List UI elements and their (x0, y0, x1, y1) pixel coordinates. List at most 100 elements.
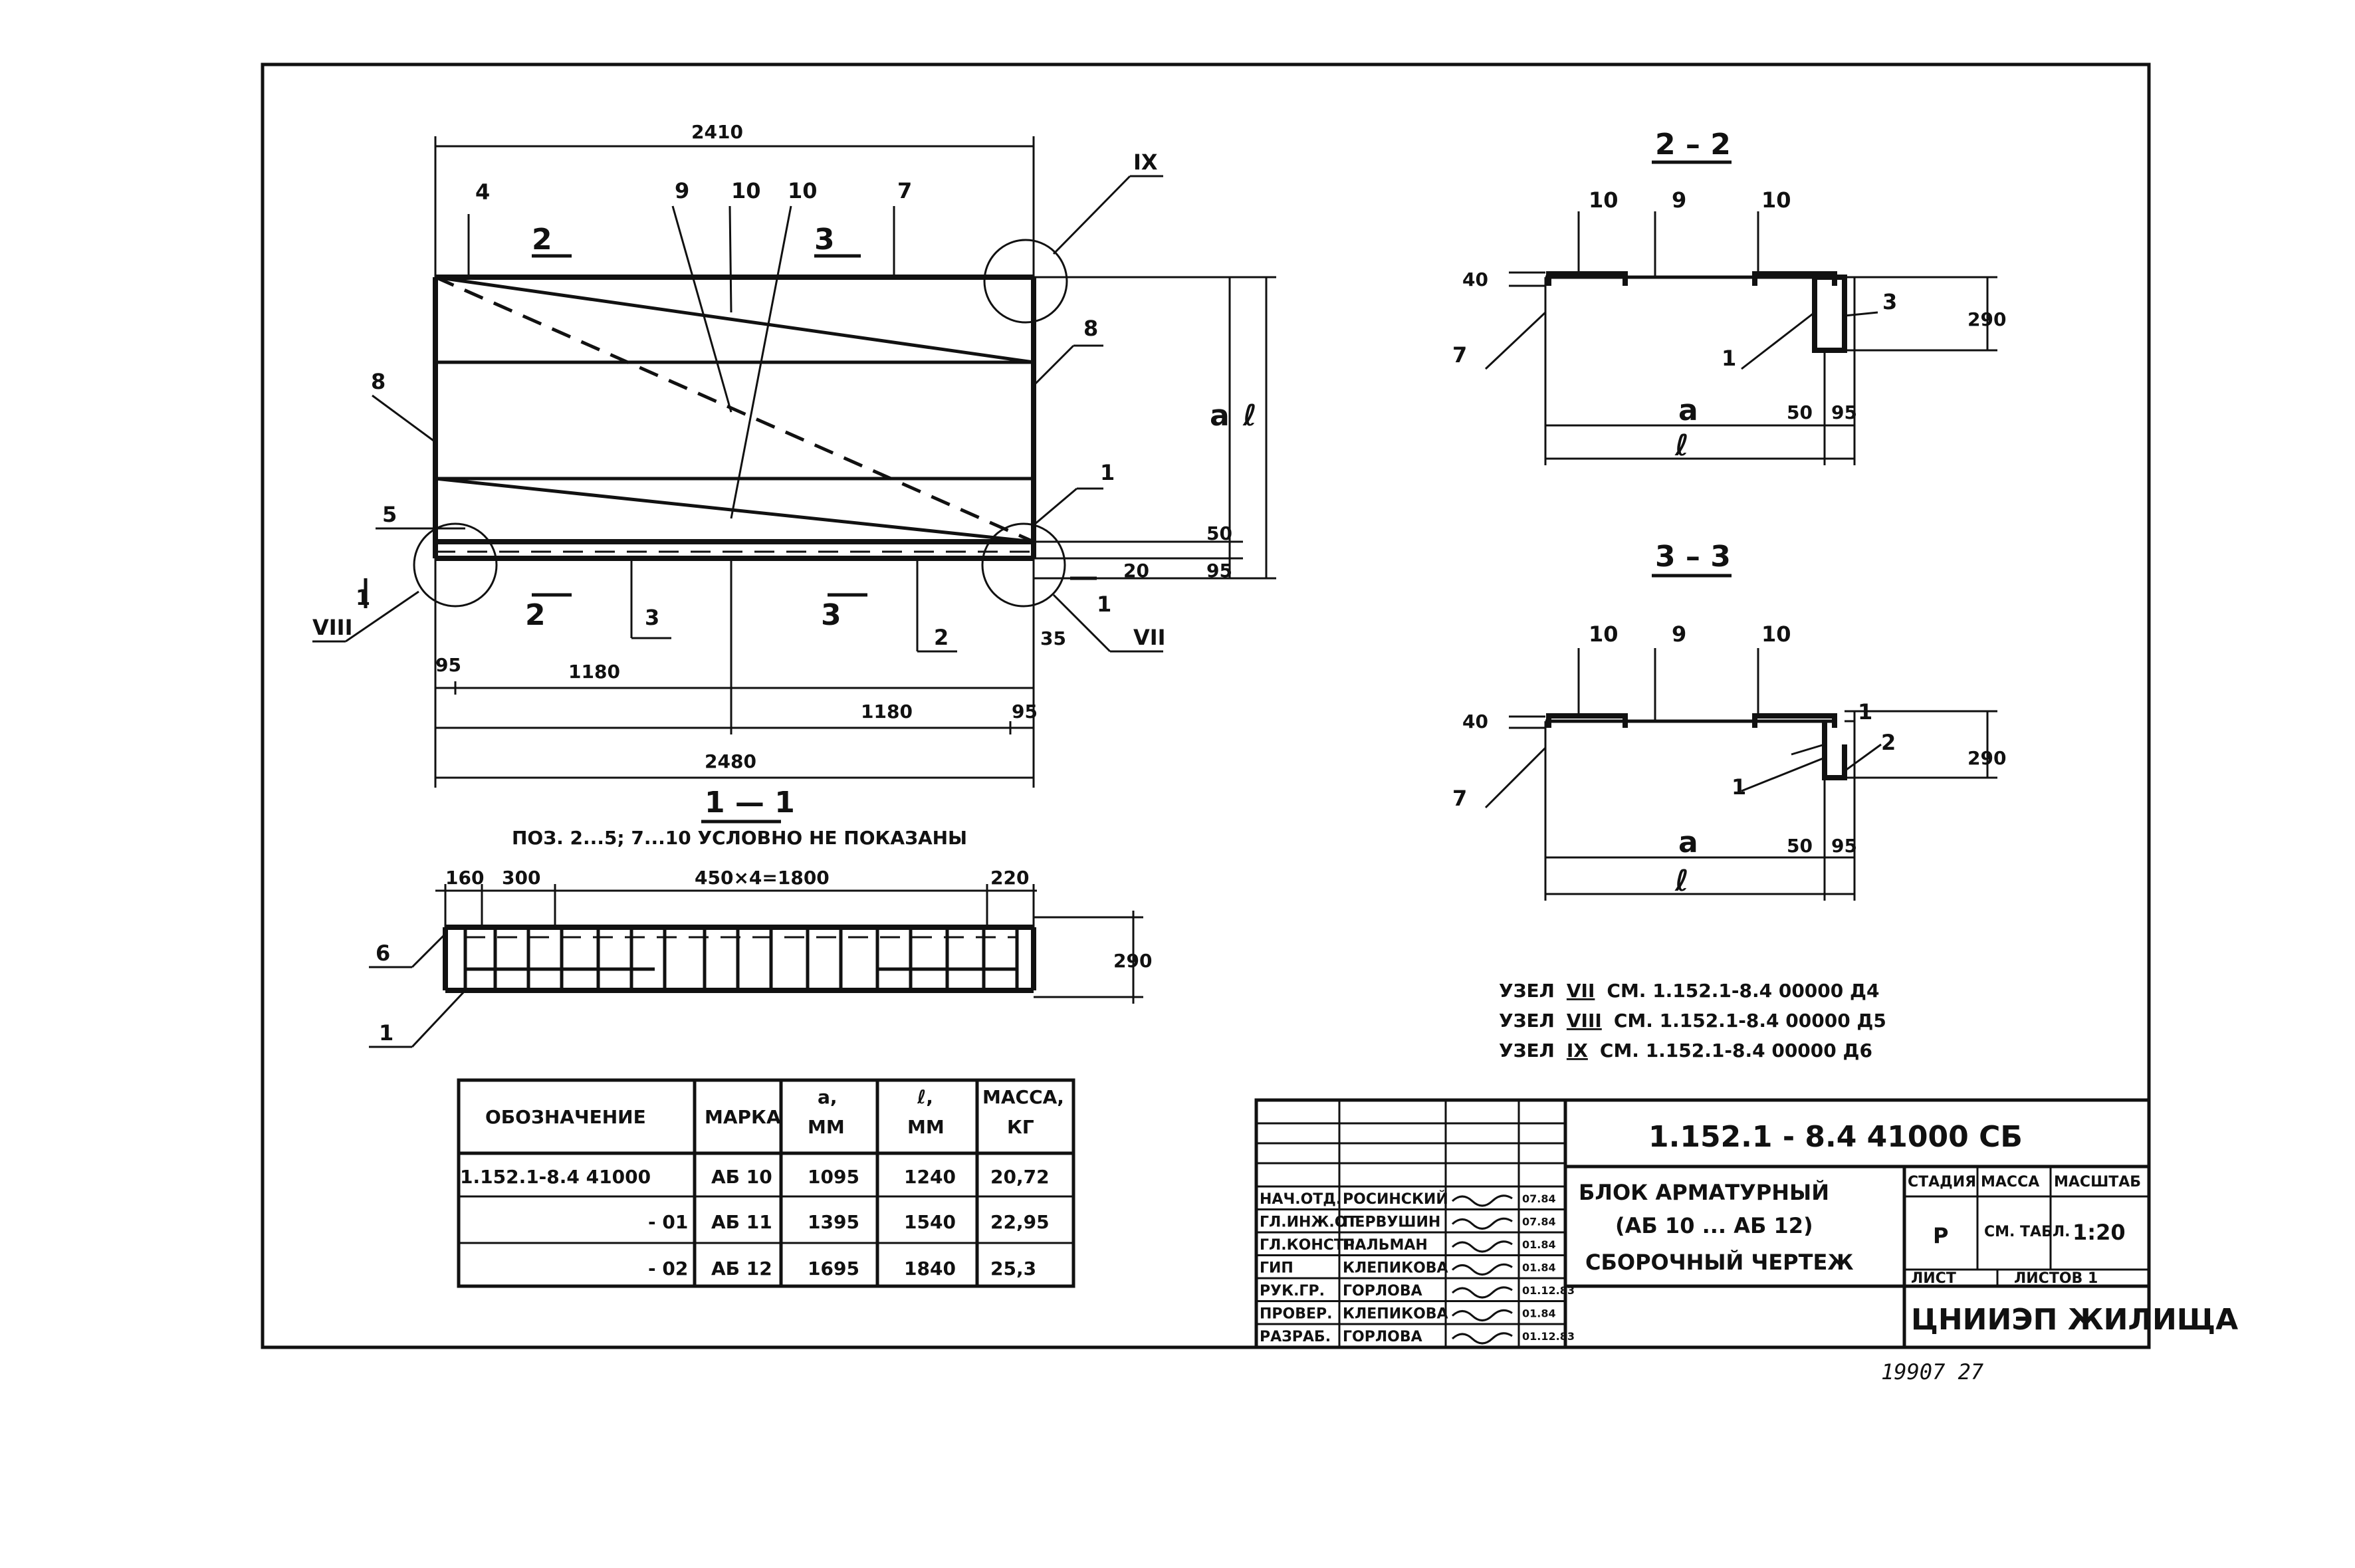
s22-dim-95: 95 (1831, 401, 1857, 423)
dim-left-half: 1180 (568, 661, 620, 683)
section-1-1: 1 — 1 ПОЗ. 2...5; 7...10 УСЛОВНО НЕ ПОКА… (369, 786, 1152, 1048)
node-vii-label: VII (1133, 625, 1166, 650)
person-name: КЛЕПИКОВА (1343, 1260, 1448, 1277)
spec-cell-a: 1695 (808, 1258, 859, 1280)
signature-scribble (1451, 1240, 1513, 1253)
s22-pos-10a: 10 (1589, 187, 1619, 213)
person-role: РАЗРАБ. (1260, 1329, 1331, 1345)
node-viii-label: VIII (312, 615, 352, 640)
spec-cell-l: 1540 (904, 1211, 956, 1233)
person-date: 01.84 (1522, 1238, 1556, 1251)
cut-1-right: 1 (1097, 592, 1111, 617)
cut-2-bot: 2 (525, 598, 546, 632)
th-a: a,ММ (808, 1086, 845, 1138)
s22-pos-7: 7 (1452, 342, 1467, 368)
section-2-2-title: 2 – 2 (1655, 128, 1731, 162)
signature-scribble (1451, 1286, 1513, 1299)
s22-pos-3: 3 (1882, 289, 1897, 314)
pos-9: 9 (675, 178, 689, 203)
th-l: ℓ,ММ (907, 1086, 945, 1138)
pos-1: 1 (1100, 460, 1115, 485)
s33-dim-290: 290 (1967, 747, 2006, 769)
pos-8b: 8 (1083, 316, 1098, 341)
person-role: ГЛ.ИНЖ.ОТ (1260, 1214, 1357, 1231)
spec-cell-l: 1240 (904, 1166, 956, 1188)
s33-dim-l: ℓ (1674, 864, 1689, 898)
section-3-3: 3 – 3 40 290 a 50 95 ℓ 10 9 10 7 1 1 (1452, 540, 2006, 901)
s33-dim-a: a (1678, 826, 1698, 859)
dim-right-35: 35 (1040, 627, 1066, 649)
s11-dim-160: 160 (445, 867, 484, 889)
s33-dim-40: 40 (1462, 711, 1488, 732)
s11-pos-1: 1 (379, 1020, 393, 1046)
spec-cell-mass: 22,95 (990, 1211, 1050, 1233)
dim-20: 20 (1123, 560, 1149, 582)
pos-2: 2 (934, 625, 949, 650)
spec-cell-mark: АБ 10 (711, 1166, 772, 1188)
pos-3: 3 (645, 605, 659, 630)
spec-cell-designation: - 02 (648, 1258, 688, 1280)
s11-dim-290: 290 (1113, 950, 1152, 972)
spec-cell-a: 1395 (808, 1211, 859, 1233)
node-ix-label: IX (1133, 150, 1158, 175)
signature-scribble (1451, 1309, 1513, 1321)
spec-cell-mark: АБ 11 (711, 1211, 772, 1233)
s22-pos-10b: 10 (1761, 187, 1791, 213)
person-date: 01.12.83 (1522, 1284, 1575, 1297)
dim-right-edge: 95 (1012, 701, 1038, 723)
s33-dim-95: 95 (1831, 835, 1857, 857)
s22-dim-50: 50 (1787, 401, 1813, 423)
person-name: ГОРЛОВА (1343, 1329, 1422, 1345)
person-date: 01.12.83 (1522, 1330, 1575, 1343)
dim-95: 95 (1206, 560, 1232, 582)
sheets-header: ЛИСТОВ 1 (2014, 1270, 2098, 1287)
s22-dim-l: ℓ (1674, 429, 1689, 463)
stage-header: СТАДИЯ (1908, 1174, 1976, 1190)
person-role: ПРОВЕР. (1260, 1306, 1333, 1323)
dim-a: a (1210, 399, 1230, 433)
node-vii-circle (981, 522, 1066, 608)
s33-pos-9: 9 (1672, 621, 1686, 647)
dim-right-half: 1180 (861, 701, 913, 723)
s22-pos-9: 9 (1672, 187, 1686, 213)
mass-header: МАССА (1981, 1174, 2039, 1190)
person-date: 01.84 (1522, 1262, 1556, 1274)
s22-dim-a: a (1678, 393, 1698, 427)
sheet-frame (261, 62, 2151, 1349)
s33-pos-7: 7 (1452, 786, 1467, 811)
scale-header: МАСШТАБ (2054, 1174, 2141, 1190)
spec-cell-a: 1095 (808, 1166, 859, 1188)
cut-3-top: 3 (814, 223, 835, 257)
dim-l: ℓ (1242, 399, 1257, 433)
person-name: ГОРЛОВА (1343, 1283, 1422, 1299)
spec-cell-mass: 20,72 (990, 1166, 1050, 1188)
person-date: 07.84 (1522, 1216, 1556, 1228)
th-designation: ОБОЗНАЧЕНИЕ (485, 1106, 646, 1128)
signature-scribble (1451, 1263, 1513, 1276)
s11-dim-220: 220 (990, 867, 1029, 889)
organization: ЦНИИЭП ЖИЛИЩА (1911, 1303, 2238, 1337)
spec-cell-designation: 1.152.1-8.4 41000 (460, 1166, 651, 1188)
s33-pos-10a: 10 (1589, 621, 1619, 647)
dim-top-width: 2410 (691, 121, 743, 143)
person-role: ГИП (1260, 1260, 1293, 1277)
person-name: ПЕРВУШИН (1343, 1214, 1440, 1231)
s33-pos-1b: 1 (1732, 774, 1746, 800)
pos-4: 4 (475, 179, 490, 205)
s33-pos-2: 2 (1881, 730, 1896, 755)
s22-pos-1: 1 (1722, 346, 1736, 371)
section-3-3-title: 3 – 3 (1655, 540, 1731, 574)
s11-dim-300: 300 (502, 867, 540, 889)
scale-value: 1:20 (2073, 1220, 2126, 1245)
s33-pos-10b: 10 (1761, 621, 1791, 647)
person-name: КЛЕПИКОВА (1343, 1306, 1448, 1323)
pos-10a: 10 (731, 178, 761, 203)
stage-value: Р (1933, 1223, 1948, 1248)
spec-cell-l: 1840 (904, 1258, 956, 1280)
cut-1-left: 1 (356, 585, 370, 610)
